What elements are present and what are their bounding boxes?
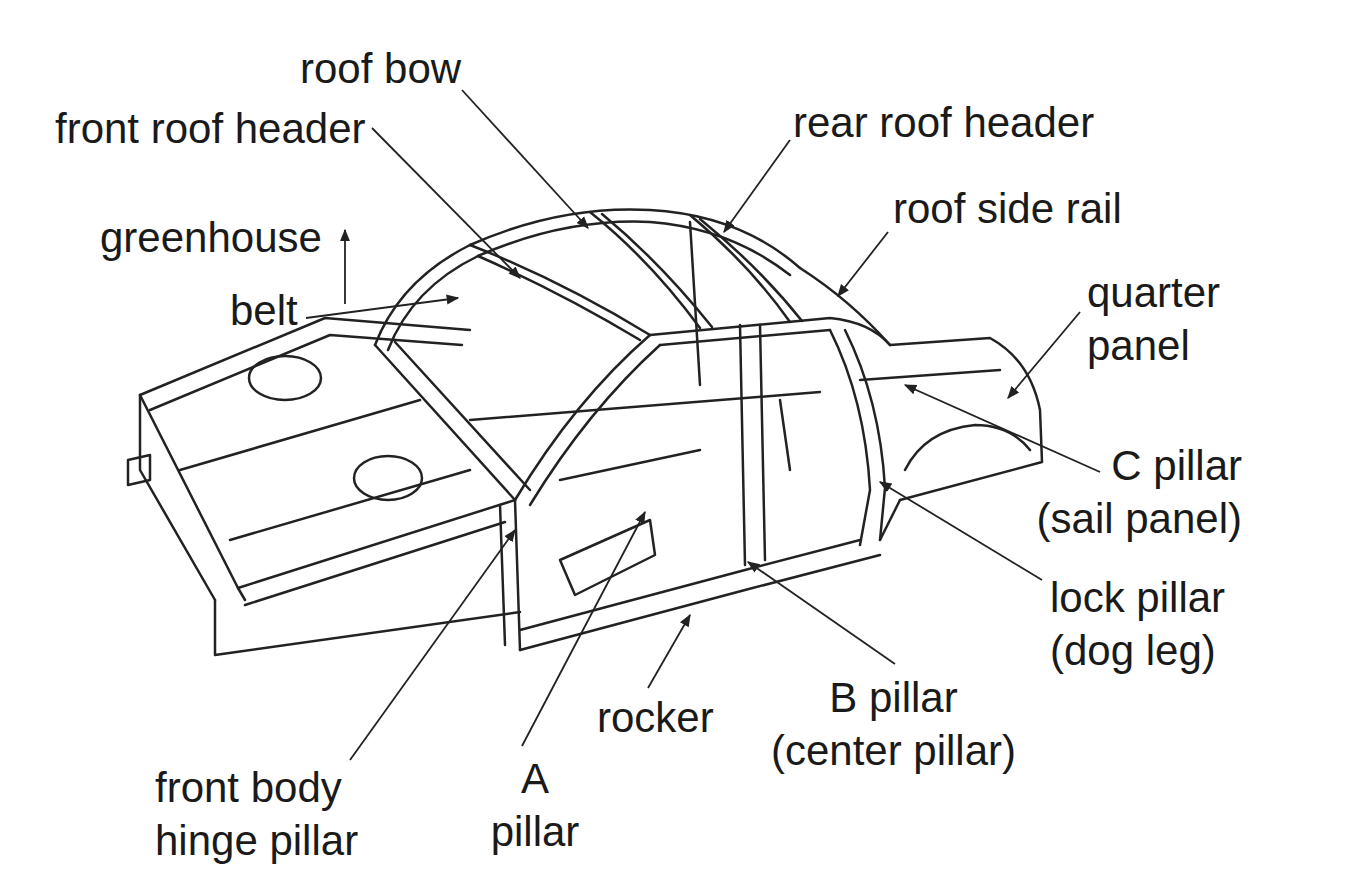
- leader-line: [838, 232, 888, 296]
- part-label: front roof header: [55, 102, 366, 155]
- part-label: A pillar: [485, 752, 585, 858]
- part-label: rear roof header: [793, 96, 1094, 149]
- leader-line: [724, 140, 790, 232]
- part-label: quarter panel: [1087, 266, 1267, 372]
- part-label: rocker: [597, 691, 714, 744]
- leader-arrow: [344, 230, 346, 304]
- leader-line: [306, 298, 458, 318]
- part-label: roof bow: [300, 42, 461, 95]
- leader-line: [350, 530, 515, 760]
- part-label: C pillar (sail panel): [1030, 439, 1242, 545]
- leader-line: [1008, 312, 1080, 398]
- part-label: lock pillar (dog leg): [1050, 571, 1250, 677]
- leader-line: [880, 482, 1042, 580]
- part-label: greenhouse: [100, 211, 322, 264]
- leader-line: [648, 615, 690, 688]
- leader-line: [748, 562, 895, 664]
- part-label: front body hinge pillar: [155, 761, 385, 867]
- part-label: belt: [230, 284, 298, 337]
- leader-line: [372, 128, 520, 278]
- car-body: [128, 209, 1042, 655]
- part-label: B pillar (center pillar): [766, 671, 1021, 777]
- leader-line: [905, 385, 1100, 472]
- leader-line: [462, 90, 588, 228]
- part-label: roof side rail: [893, 182, 1122, 235]
